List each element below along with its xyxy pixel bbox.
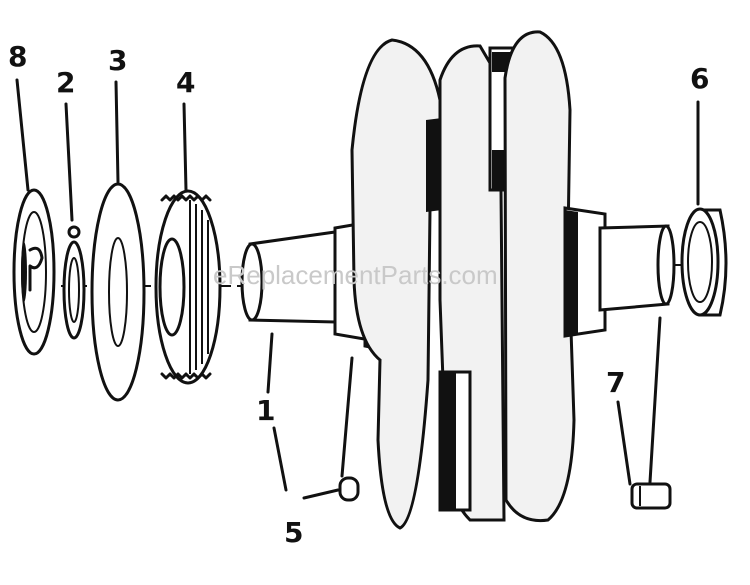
part-7-pin <box>630 482 672 510</box>
callout-3: 3 <box>108 44 127 77</box>
part-5-key <box>338 476 360 502</box>
part-3-washer <box>90 182 146 402</box>
part-4-gear <box>154 189 222 385</box>
part-1-crankshaft <box>240 30 676 530</box>
callout-7: 7 <box>606 366 625 399</box>
callout-2: 2 <box>56 66 75 99</box>
callout-4: 4 <box>176 66 195 99</box>
leader-lines <box>15 78 700 500</box>
callout-8: 8 <box>8 40 27 73</box>
part-6-bushing <box>680 207 728 317</box>
part-2-snap-ring <box>62 225 86 340</box>
watermark: eReplacementParts.com <box>213 260 498 290</box>
part-8-washer <box>12 188 56 356</box>
callout-6: 6 <box>690 62 709 95</box>
callout-1: 1 <box>256 394 275 427</box>
callout-5: 5 <box>284 516 303 549</box>
